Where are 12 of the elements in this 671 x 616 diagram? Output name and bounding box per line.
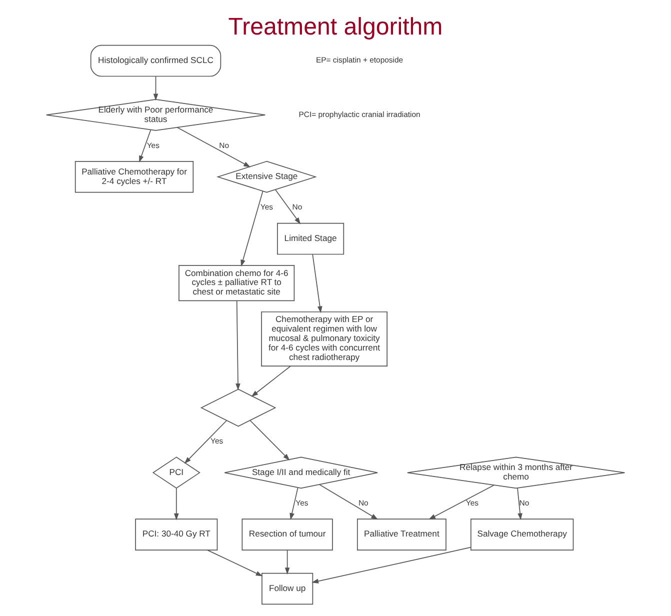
edge-label: No xyxy=(519,498,530,508)
edge-label: Yes xyxy=(260,202,273,212)
edge-label: Yes xyxy=(146,140,160,150)
diagram-title: Treatment algorithm xyxy=(228,13,443,40)
label: PCI= prophylactic cranial irradiation xyxy=(298,110,420,119)
edge-label: No xyxy=(219,140,230,150)
edge-label: No xyxy=(358,498,368,508)
edge-label: Yes xyxy=(466,498,478,508)
edge-label: Yes xyxy=(210,436,224,446)
edge-label: Yes xyxy=(296,498,308,508)
edge-label: No xyxy=(292,202,302,212)
label: EP= cisplatin + etoposide xyxy=(316,56,404,65)
